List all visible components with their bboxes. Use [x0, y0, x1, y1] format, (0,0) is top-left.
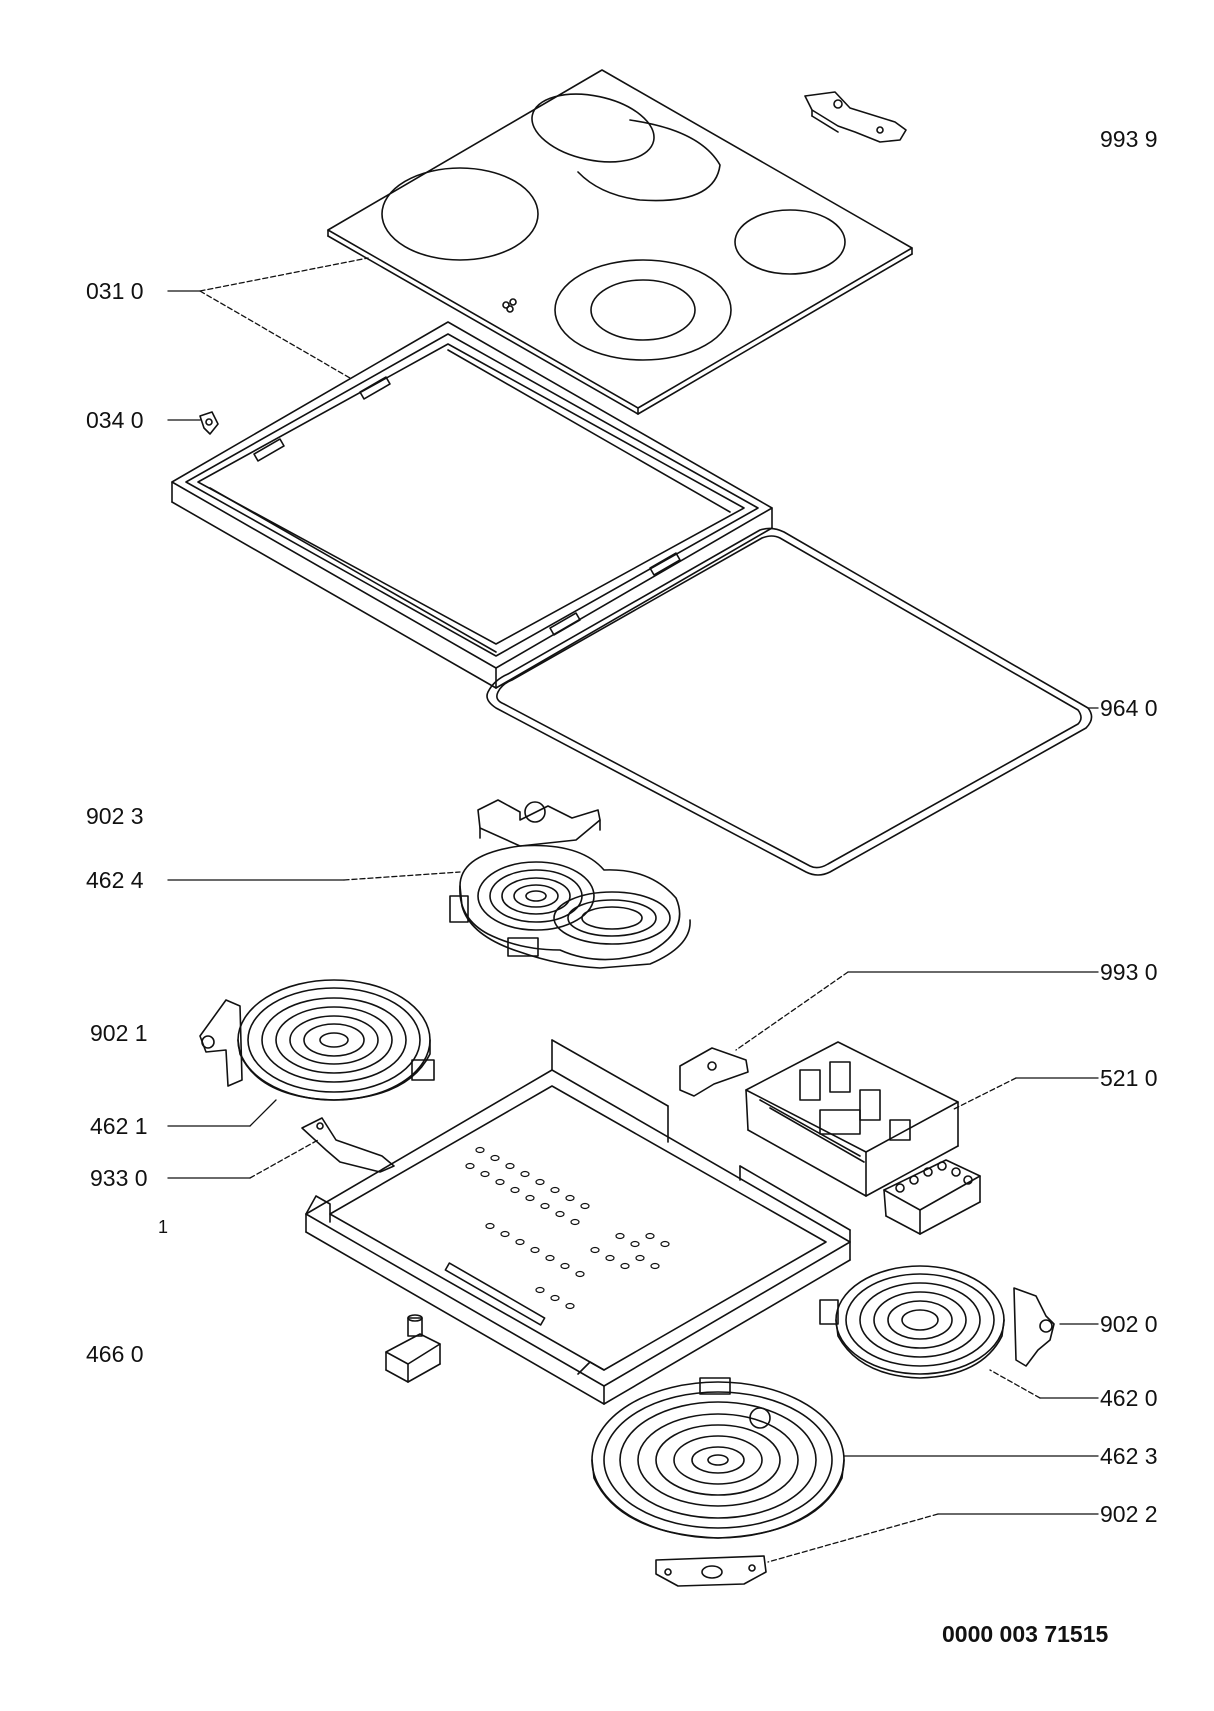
label-902-3: 902 3 — [86, 803, 144, 829]
bracket-902-3 — [477, 799, 601, 847]
part-993-0 — [679, 1047, 749, 1097]
seal-gasket — [486, 527, 1093, 876]
label-933-0: 933 0 — [90, 1165, 148, 1191]
bracket-993-9 — [804, 91, 907, 143]
label-1: 1 — [158, 1217, 169, 1237]
dual-heater-462-4 — [449, 844, 691, 969]
electronic-module — [745, 1041, 959, 1197]
label-034-0: 034 0 — [86, 407, 144, 433]
heater-462-1 — [237, 979, 435, 1101]
drawing-code: 0000 003 71515 — [942, 1621, 1109, 1647]
label-964-0: 964 0 — [1100, 695, 1158, 721]
label-462-3: 462 3 — [1100, 1443, 1158, 1469]
leader-lines — [167, 257, 1099, 1563]
label-521-0: 521 0 — [1100, 1065, 1158, 1091]
label-462-0: 462 0 — [1100, 1385, 1158, 1411]
bracket-902-0 — [1013, 1287, 1055, 1367]
label-993-9: 993 9 — [1100, 126, 1158, 152]
heater-462-0 — [819, 1265, 1005, 1379]
label-031-0: 031 0 — [86, 278, 144, 304]
part-933-0 — [301, 1117, 395, 1173]
label-902-2: 902 2 — [1100, 1501, 1158, 1527]
connector-466-0 — [385, 1314, 441, 1383]
label-993-0: 993 0 — [1100, 959, 1158, 985]
label-462-4: 462 4 — [86, 867, 144, 893]
label-462-1: 462 1 — [90, 1113, 148, 1139]
label-902-1: 902 1 — [90, 1020, 148, 1046]
bottom-pan — [305, 1039, 851, 1405]
terminal-block — [883, 1159, 981, 1235]
heater-462-3 — [591, 1377, 845, 1539]
bracket-902-2 — [655, 1555, 767, 1587]
label-466-0: 466 0 — [86, 1341, 144, 1367]
label-902-0: 902 0 — [1100, 1311, 1158, 1337]
bracket-902-1 — [199, 999, 243, 1087]
clip-034-0 — [199, 411, 219, 435]
glass-ceramic-top — [327, 69, 913, 415]
cooktop-frame — [171, 321, 773, 689]
